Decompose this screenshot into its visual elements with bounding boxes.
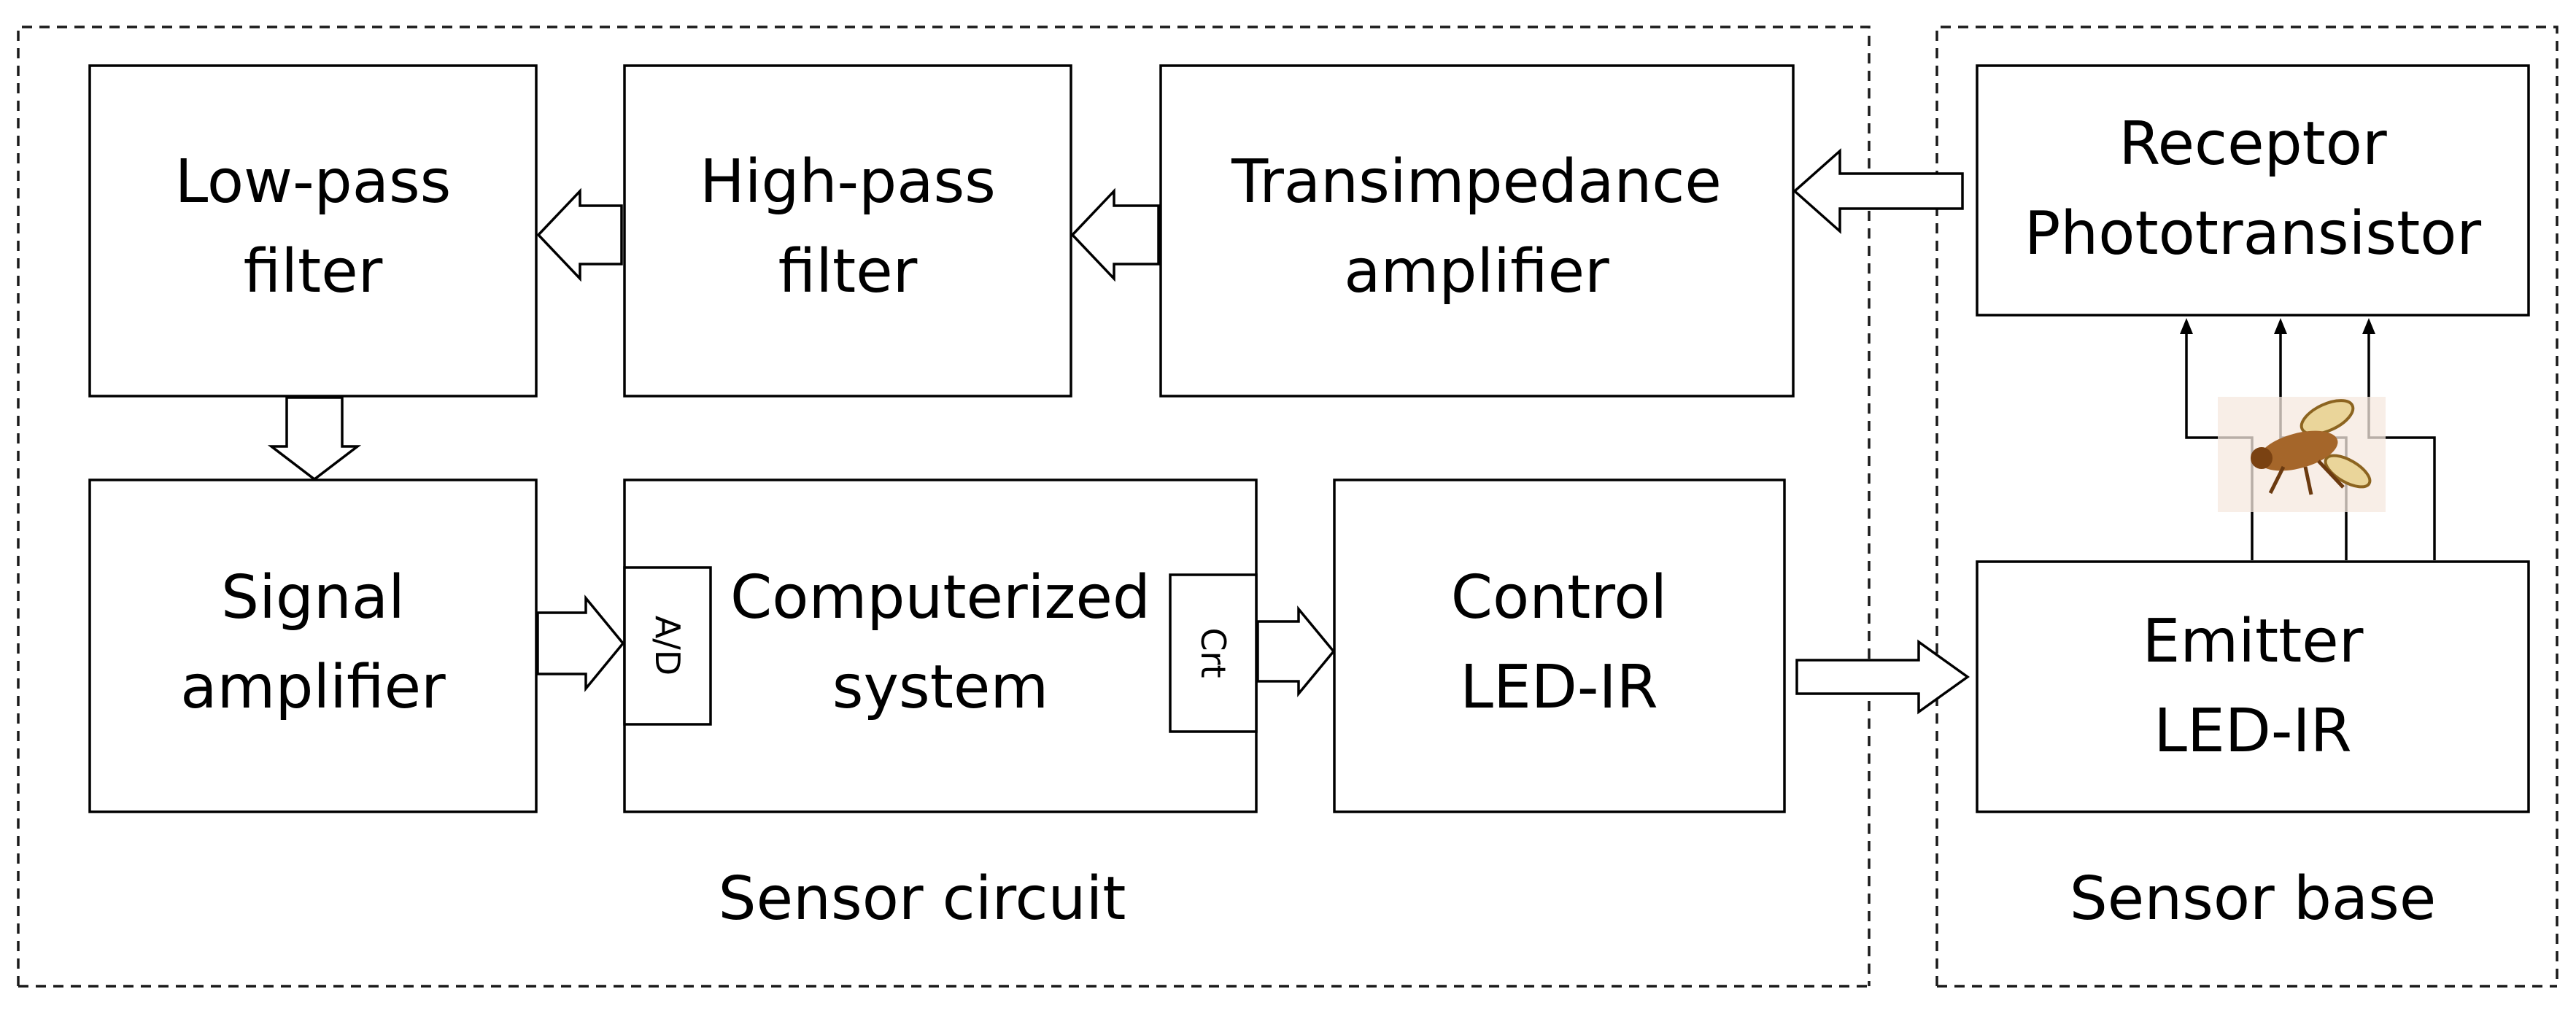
computerized-label-1: Computerized [730, 563, 1150, 632]
emitter-led-ir-block: Emitter LED-IR [1976, 560, 2530, 813]
high-pass-label-2: filter [778, 237, 918, 306]
sensor-circuit-label: Sensor circuit [719, 864, 1126, 934]
emitter-label-1: Emitter [2143, 607, 2364, 676]
sensor-circuit-region [17, 26, 1871, 988]
arrow-signal-amp-to-ad [536, 594, 625, 692]
low-pass-label-1: Low-pass [175, 147, 452, 217]
receptor-label-2: Phototransistor [2024, 199, 2482, 268]
transimpedance-label-2: amplifier [1344, 237, 1609, 306]
high-pass-filter-block: High-pass filter [623, 64, 1072, 398]
control-label-2: LED-IR [1460, 653, 1658, 722]
sensor-base-region [1935, 26, 2558, 988]
arrow-high-pass-to-low-pass [536, 187, 623, 282]
control-label-1: Control [1451, 563, 1667, 632]
arrow-receptor-to-transimpedance [1792, 148, 1964, 234]
receptor-label-1: Receptor [2119, 109, 2387, 179]
transimpedance-amplifier-block: Transimpedance amplifier [1159, 64, 1795, 398]
ad-port [623, 566, 712, 726]
insect-icon [2218, 397, 2386, 512]
low-pass-filter-block: Low-pass filter [88, 64, 538, 398]
signal-amp-label-2: amplifier [180, 653, 446, 722]
crt-port-label: Crt [1194, 627, 1233, 678]
high-pass-label-1: High-pass [700, 147, 996, 217]
control-led-ir-block: Control LED-IR [1333, 478, 1786, 813]
signal-amp-label-1: Signal [221, 563, 405, 632]
arrow-low-pass-to-signal-amp [267, 396, 362, 481]
arrow-transimpedance-to-high-pass [1070, 187, 1160, 282]
ad-port-label: A/D [648, 616, 687, 675]
computerized-label-2: system [832, 653, 1048, 722]
crt-port [1169, 573, 1258, 733]
arrow-crt-to-control [1256, 605, 1336, 697]
sensor-base-label: Sensor base [2070, 864, 2437, 934]
receptor-phototransistor-block: Receptor Phototransistor [1976, 64, 2530, 317]
signal-amplifier-block: Signal amplifier [88, 478, 538, 813]
transimpedance-label-1: Transimpedance [1231, 147, 1722, 217]
emitter-label-2: LED-IR [2154, 697, 2351, 766]
computerized-system-block: Computerized system A/D Crt [623, 478, 1258, 813]
low-pass-label-2: filter [244, 237, 383, 306]
arrow-control-to-emitter [1795, 639, 1970, 715]
